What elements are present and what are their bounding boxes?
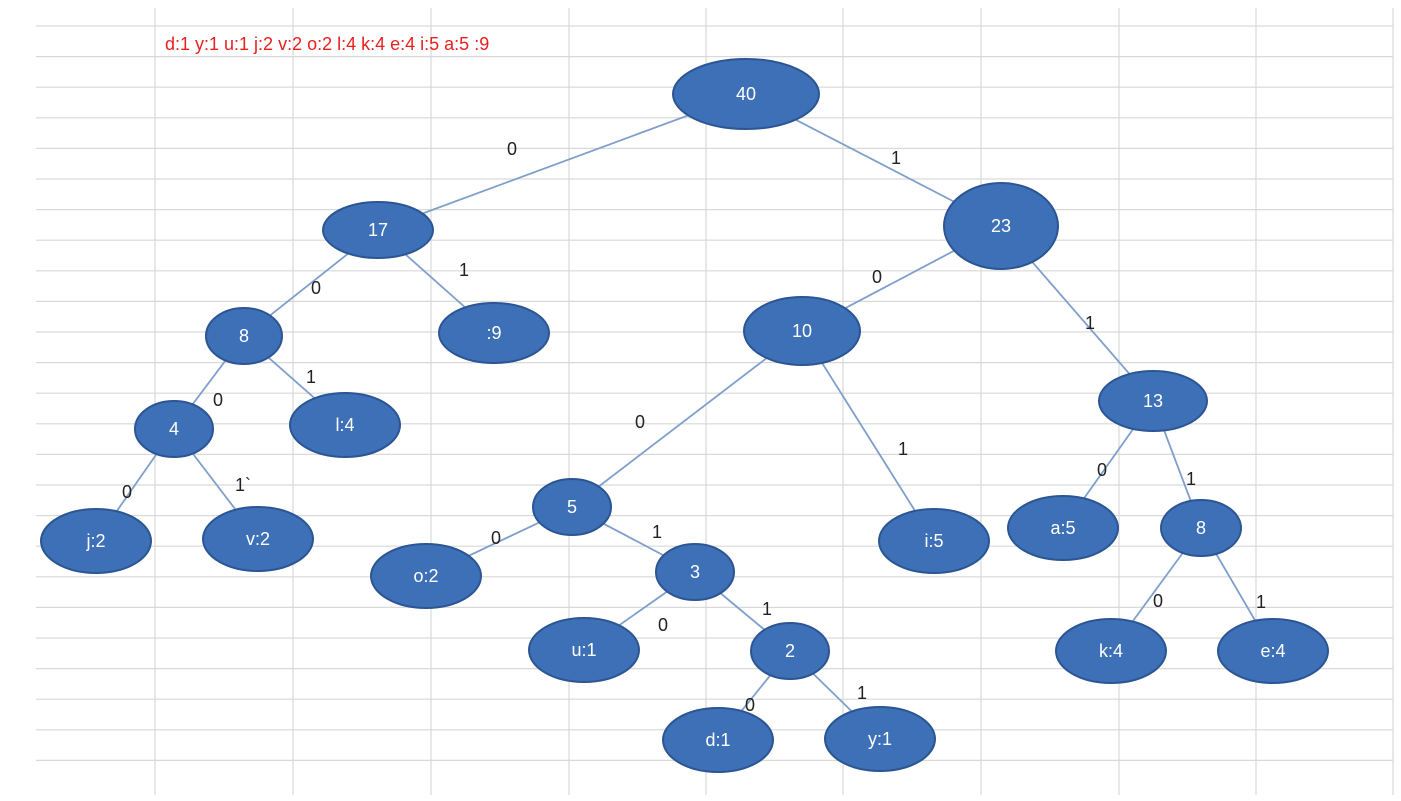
edge-label-n3-nu1: 0 bbox=[658, 615, 668, 635]
edge-label-n23-n10: 0 bbox=[872, 267, 882, 287]
node-ellipse bbox=[750, 622, 830, 680]
node-n2: 2 bbox=[750, 622, 830, 680]
node-label: v:2 bbox=[246, 529, 270, 549]
node-ellipse bbox=[1055, 618, 1167, 684]
node-ellipse bbox=[532, 478, 612, 536]
node-nv2: v:2 bbox=[202, 506, 314, 572]
node-nd1: d:1 bbox=[662, 707, 774, 773]
node-n13: 13 bbox=[1098, 370, 1208, 432]
edge-label-n23-n13: 1 bbox=[1085, 313, 1095, 333]
node-ellipse bbox=[40, 508, 152, 574]
edge-label-n17-n8a: 0 bbox=[311, 278, 321, 298]
edge-label-n3-n2: 1 bbox=[762, 599, 772, 619]
node-nk4: k:4 bbox=[1055, 618, 1167, 684]
node-label: i:5 bbox=[924, 531, 943, 551]
edge-label-n40-n17: 0 bbox=[507, 139, 517, 159]
edge-label-n13-n8b: 1 bbox=[1186, 469, 1196, 489]
node-label: d:1 bbox=[705, 730, 730, 750]
node-label: k:4 bbox=[1099, 641, 1123, 661]
node-n10: 10 bbox=[743, 296, 861, 366]
node-ellipse bbox=[743, 296, 861, 366]
node-n8b: 8 bbox=[1160, 499, 1242, 557]
edge-n10-n5 bbox=[571, 330, 803, 508]
node-ellipse bbox=[878, 508, 990, 574]
node-label: j:2 bbox=[85, 531, 105, 551]
node-label: 40 bbox=[736, 84, 756, 104]
edge-label-n17-n9: 1 bbox=[459, 260, 469, 280]
node-n8a: 8 bbox=[205, 307, 283, 365]
node-ne4: e:4 bbox=[1217, 618, 1329, 684]
edge-label-n5-n3: 1 bbox=[652, 522, 662, 542]
node-ellipse bbox=[1007, 495, 1119, 561]
node-label: a:5 bbox=[1050, 518, 1075, 538]
edge-label-n2-nd1: 0 bbox=[745, 695, 755, 715]
node-ellipse bbox=[438, 302, 550, 364]
edge-label-n8a-nl4: 1 bbox=[306, 367, 316, 387]
node-ny1: y:1 bbox=[824, 706, 936, 772]
edge-n10-ni5 bbox=[801, 330, 935, 542]
node-ellipse bbox=[1160, 499, 1242, 557]
node-nu1: u:1 bbox=[528, 617, 640, 683]
edge-label-n13-na5: 0 bbox=[1097, 460, 1107, 480]
node-ellipse bbox=[824, 706, 936, 772]
frequency-header: d:1 y:1 u:1 j:2 v:2 o:2 l:4 k:4 e:4 i:5 … bbox=[165, 34, 489, 54]
node-label: 17 bbox=[368, 220, 388, 240]
node-ellipse bbox=[202, 506, 314, 572]
node-label: 13 bbox=[1143, 391, 1163, 411]
node-n9: :9 bbox=[438, 302, 550, 364]
node-label: :9 bbox=[486, 323, 501, 343]
node-n23: 23 bbox=[943, 182, 1059, 270]
edge-label-n4-nv2: 1` bbox=[235, 475, 251, 495]
node-label: 4 bbox=[169, 419, 179, 439]
edge-label-n2-ny1: 1 bbox=[857, 683, 867, 703]
node-label: 8 bbox=[1196, 518, 1206, 538]
node-label: 2 bbox=[785, 641, 795, 661]
edge-label-n8b-nk4: 0 bbox=[1153, 591, 1163, 611]
node-ellipse bbox=[528, 617, 640, 683]
node-n3: 3 bbox=[655, 543, 735, 601]
node-ellipse bbox=[205, 307, 283, 365]
node-ellipse bbox=[655, 543, 735, 601]
node-ellipse bbox=[1098, 370, 1208, 432]
node-ellipse bbox=[943, 182, 1059, 270]
node-label: o:2 bbox=[413, 566, 438, 586]
node-n40: 40 bbox=[672, 58, 820, 130]
node-ellipse bbox=[289, 392, 401, 458]
node-ellipse bbox=[134, 400, 214, 458]
node-label: l:4 bbox=[335, 415, 354, 435]
node-no2: o:2 bbox=[370, 543, 482, 609]
node-ni5: i:5 bbox=[878, 508, 990, 574]
node-label: u:1 bbox=[571, 640, 596, 660]
edge-label-n40-n23: 1 bbox=[891, 148, 901, 168]
node-label: e:4 bbox=[1260, 641, 1285, 661]
edge-n40-n17 bbox=[377, 93, 747, 231]
node-n5: 5 bbox=[532, 478, 612, 536]
edge-label-n8a-n4: 0 bbox=[213, 390, 223, 410]
edge-label-n8b-ne4: 1 bbox=[1256, 592, 1266, 612]
node-ellipse bbox=[1217, 618, 1329, 684]
node-label: 8 bbox=[239, 326, 249, 346]
node-nl4: l:4 bbox=[289, 392, 401, 458]
node-ellipse bbox=[322, 201, 434, 259]
node-n17: 17 bbox=[322, 201, 434, 259]
node-ellipse bbox=[662, 707, 774, 773]
edge-label-n10-n5: 0 bbox=[635, 412, 645, 432]
edge-label-n5-no2: 0 bbox=[491, 528, 501, 548]
edge-label-n10-ni5: 1 bbox=[898, 439, 908, 459]
node-label: y:1 bbox=[868, 729, 892, 749]
node-label: 5 bbox=[567, 497, 577, 517]
node-n4: 4 bbox=[134, 400, 214, 458]
node-ellipse bbox=[672, 58, 820, 130]
node-nj2: j:2 bbox=[40, 508, 152, 574]
edge-label-n4-nj2: 0 bbox=[122, 482, 132, 502]
node-na5: a:5 bbox=[1007, 495, 1119, 561]
node-label: 23 bbox=[991, 216, 1011, 236]
node-label: 10 bbox=[792, 321, 812, 341]
node-ellipse bbox=[370, 543, 482, 609]
node-label: 3 bbox=[690, 562, 700, 582]
